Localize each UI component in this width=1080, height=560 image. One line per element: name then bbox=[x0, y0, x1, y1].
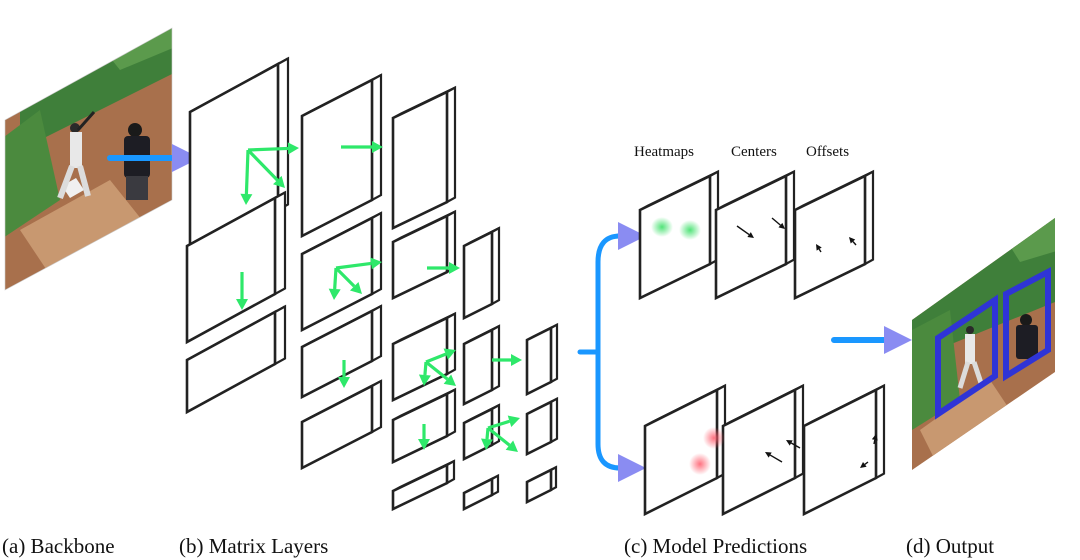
plate-c4-r2 bbox=[462, 324, 501, 407]
plate-c2-r4 bbox=[300, 379, 383, 471]
garrow-c2r2-down bbox=[328, 267, 341, 300]
bbox-umpire bbox=[1003, 267, 1051, 382]
input-flow-arrow bbox=[107, 144, 200, 172]
heatmap-blobs bbox=[651, 217, 725, 475]
label-offsets: Offsets bbox=[806, 144, 849, 160]
caption-model-predictions: (c) Model Predictions bbox=[624, 534, 807, 558]
pred-centers-top bbox=[714, 169, 796, 301]
plate-c3-r4 bbox=[391, 387, 457, 465]
plate-c3-r1 bbox=[391, 85, 457, 231]
output-image bbox=[912, 218, 1055, 470]
garrow-c3r4-down bbox=[418, 424, 430, 450]
offset-arrow-top-2 bbox=[849, 237, 857, 246]
garrow-c2-right bbox=[341, 141, 383, 153]
garrow-c2r2-diag bbox=[334, 266, 362, 294]
label-heatmaps: Heatmaps bbox=[634, 144, 694, 160]
center-arrow-bottom-1 bbox=[765, 452, 783, 463]
center-arrow-bottom-2 bbox=[786, 440, 801, 449]
offset-vector-arrows bbox=[736, 217, 878, 468]
output-flow-arrow bbox=[831, 326, 912, 354]
matrix-resample-arrows bbox=[236, 141, 522, 452]
plate-c3-r3 bbox=[391, 311, 457, 403]
garrow-c2r2-right bbox=[335, 257, 382, 270]
pred-heatmaps-bottom bbox=[643, 383, 727, 517]
caption-output: (d) Output bbox=[906, 534, 994, 558]
plate-c3-r5 bbox=[391, 459, 456, 512]
garrow-c4r3-diag bbox=[487, 426, 518, 452]
garrow-c3r2-right bbox=[427, 262, 460, 274]
garrow-c1r2-down bbox=[236, 272, 248, 310]
plate-c1-r2 bbox=[185, 190, 287, 345]
garrow-c3r3-down bbox=[418, 361, 431, 386]
garrow-c1-diag bbox=[246, 148, 285, 188]
garrow-c2r3-down bbox=[338, 360, 350, 388]
plate-c5-r2 bbox=[525, 396, 559, 457]
label-centers: Centers bbox=[731, 144, 777, 160]
plate-c2-r3 bbox=[300, 304, 383, 400]
caption-backbone: (a) Backbone bbox=[2, 534, 115, 558]
heatmap-red-blob-2 bbox=[689, 453, 711, 475]
plate-c1-r3 bbox=[185, 304, 287, 415]
prediction-branch-arrow bbox=[577, 222, 646, 482]
heatmap-red-blob-1 bbox=[703, 427, 725, 449]
pred-offsets-top bbox=[793, 169, 875, 301]
plate-c5-r3 bbox=[525, 465, 558, 505]
offset-arrow-bottom-2 bbox=[860, 461, 869, 468]
pred-offsets-bottom bbox=[802, 383, 886, 517]
garrow-c3r3-diag bbox=[425, 360, 456, 386]
center-arrow-top-1 bbox=[736, 225, 754, 238]
plate-c3-r2 bbox=[391, 209, 457, 301]
garrow-c3r3-right bbox=[425, 348, 456, 364]
plate-c4-r4 bbox=[462, 473, 500, 512]
prediction-maps bbox=[638, 169, 886, 517]
matrix-layer-plates bbox=[185, 56, 559, 512]
garrow-c1-right bbox=[247, 142, 299, 155]
plate-c2-r1 bbox=[300, 73, 383, 239]
plate-c5-r1 bbox=[525, 322, 559, 397]
garrow-c1-down bbox=[240, 149, 253, 205]
bbox-batter bbox=[935, 294, 998, 420]
pred-centers-bottom bbox=[721, 383, 805, 517]
caption-matrix-layers: (b) Matrix Layers bbox=[179, 534, 328, 558]
heatmap-green-blob-1 bbox=[651, 217, 673, 237]
heatmap-green-blob-2 bbox=[679, 220, 701, 240]
center-arrow-top-2 bbox=[771, 217, 785, 229]
garrow-c4r3-right bbox=[487, 415, 520, 430]
pred-heatmaps-top bbox=[638, 169, 720, 301]
garrow-c4r2-right bbox=[492, 354, 522, 366]
plate-c4-r1 bbox=[462, 226, 501, 321]
offset-arrow-bottom-1 bbox=[871, 434, 878, 445]
offset-arrow-top-1 bbox=[816, 244, 822, 253]
